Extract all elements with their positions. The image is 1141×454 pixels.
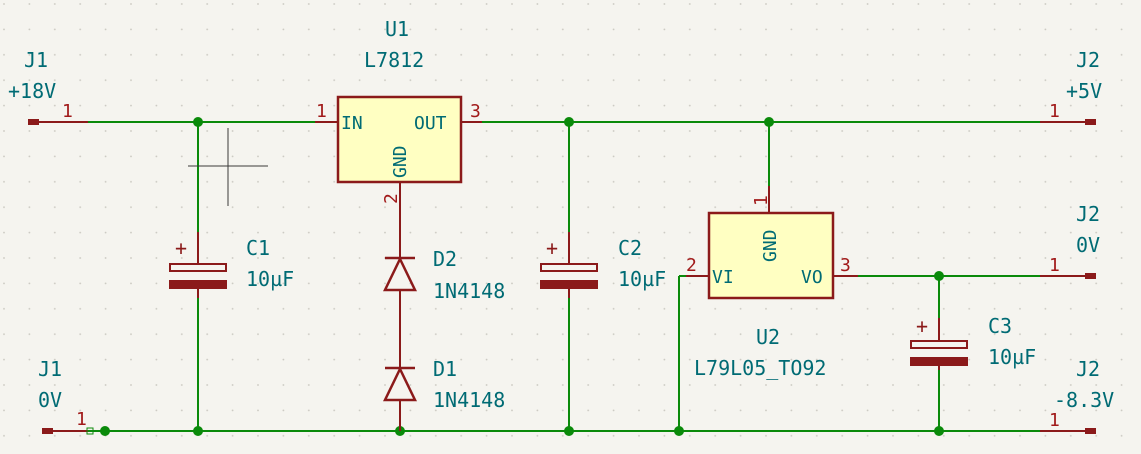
c3-value: 10µF bbox=[988, 345, 1036, 369]
c2-plate-negative bbox=[540, 280, 598, 289]
c2-ref: C2 bbox=[618, 236, 642, 260]
u2-ref: U2 bbox=[756, 325, 780, 349]
j2-0v-ref: J2 bbox=[1076, 202, 1100, 226]
junction-dot bbox=[564, 426, 574, 436]
c1-plate-negative bbox=[169, 280, 227, 289]
j2-plus5v-net: +5V bbox=[1066, 79, 1102, 103]
u2-pin2-number: 2 bbox=[686, 255, 697, 276]
d2-value: 1N4148 bbox=[433, 279, 505, 303]
d1-ref: D1 bbox=[433, 357, 457, 381]
junction-dot bbox=[934, 271, 944, 281]
c3-plate-positive bbox=[910, 340, 968, 349]
u2-pin-gnd-label: GND bbox=[760, 229, 781, 262]
u1-pin3-number: 3 bbox=[470, 101, 481, 122]
u1-pin-out-label: OUT bbox=[414, 113, 447, 134]
u1-value: L7812 bbox=[364, 48, 424, 72]
junction-dot bbox=[193, 426, 203, 436]
u2-pin-vi-label: VI bbox=[712, 267, 734, 288]
connector-pins bbox=[38, 121, 1086, 432]
u2-regulator[interactable] bbox=[686, 186, 858, 300]
d1-value: 1N4148 bbox=[433, 388, 505, 412]
u1-pin-in-label: IN bbox=[341, 113, 363, 134]
c2-value: 10µF bbox=[618, 267, 666, 291]
c3-plate-negative bbox=[910, 357, 968, 366]
j1-plus18v-net: +18V bbox=[8, 79, 56, 103]
junction-dot bbox=[564, 117, 574, 127]
j1-0v-net: 0V bbox=[38, 388, 62, 412]
j2-0v-pin-number: 1 bbox=[1049, 255, 1060, 276]
u1-pin-gnd-label: GND bbox=[390, 145, 411, 178]
c2-plate-positive bbox=[540, 263, 598, 272]
j2-plus5v-ref: J2 bbox=[1076, 48, 1100, 72]
u1-ref: U1 bbox=[385, 17, 409, 41]
d2-diode[interactable] bbox=[383, 232, 417, 368]
pin-end-marker bbox=[1085, 119, 1096, 125]
pin-end-marker bbox=[42, 428, 53, 434]
c3-ref: C3 bbox=[988, 314, 1012, 338]
connector-pin-ends bbox=[28, 119, 1096, 434]
c1-value: 10µF bbox=[246, 267, 294, 291]
j2-minus83v-pin-number: 1 bbox=[1049, 410, 1060, 431]
d1-diode[interactable] bbox=[383, 366, 417, 431]
j2-plus5v-pin-number: 1 bbox=[1049, 101, 1060, 122]
c1-plate-positive bbox=[169, 263, 227, 272]
c1-capacitor[interactable] bbox=[169, 232, 227, 298]
j1-plus18v-pin-number: 1 bbox=[62, 101, 73, 122]
pin-end-marker bbox=[28, 119, 39, 125]
u2-pin-vo-label: VO bbox=[801, 267, 823, 288]
j1-0v-pin-number: 1 bbox=[76, 409, 87, 430]
junction-dot bbox=[100, 426, 110, 436]
c2-polarity-plus: + bbox=[546, 236, 558, 260]
c1-ref: C1 bbox=[246, 236, 270, 260]
junction-dot bbox=[674, 426, 684, 436]
u1-regulator[interactable] bbox=[315, 95, 482, 232]
j2-minus83v-net: -8.3V bbox=[1054, 388, 1114, 412]
crosshair-cursor-icon bbox=[188, 128, 268, 206]
j1-0v-ref: J1 bbox=[38, 357, 62, 381]
u2-pin1-number: 1 bbox=[751, 195, 772, 206]
u2-body[interactable] bbox=[707, 211, 835, 300]
pin-end-marker bbox=[1085, 273, 1096, 279]
u2-pin3-number: 3 bbox=[840, 255, 851, 276]
u1-pin1-number: 1 bbox=[316, 101, 327, 122]
junction-dot bbox=[764, 117, 774, 127]
junction-dot bbox=[934, 426, 944, 436]
j2-minus83v-ref: J2 bbox=[1076, 357, 1100, 381]
c1-polarity-plus: + bbox=[175, 236, 187, 260]
u2-value: L79L05_TO92 bbox=[694, 356, 826, 380]
u1-pin2-number: 2 bbox=[381, 193, 402, 204]
junction-dot bbox=[193, 117, 203, 127]
c3-capacitor[interactable] bbox=[910, 318, 968, 370]
j1-plus18v-ref: J1 bbox=[24, 48, 48, 72]
c2-capacitor[interactable] bbox=[540, 232, 598, 298]
j2-0v-net: 0V bbox=[1076, 233, 1100, 257]
d2-ref: D2 bbox=[433, 247, 457, 271]
pin-end-marker bbox=[1085, 428, 1096, 434]
unconnected-pin-marker bbox=[86, 427, 94, 435]
u1-body[interactable] bbox=[336, 95, 463, 184]
c3-polarity-plus: + bbox=[916, 314, 928, 338]
